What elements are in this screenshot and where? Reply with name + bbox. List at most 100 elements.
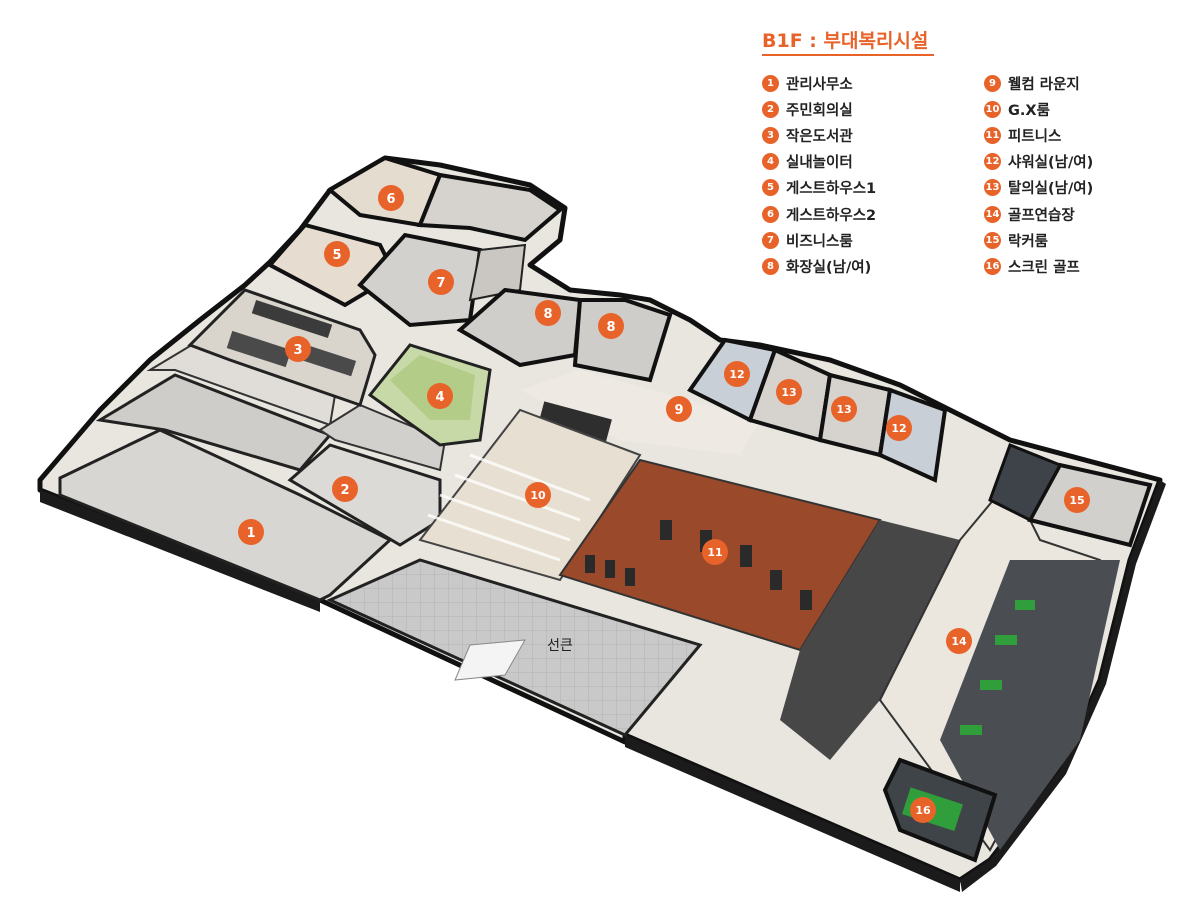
room-meeting (287, 403, 447, 547)
legend-label: 게스트하우스2 (786, 207, 877, 224)
marker-14[interactable]: 14 (946, 628, 972, 654)
legend-label: 주민회의실 (786, 102, 853, 119)
legend-number-badge: 12 (984, 153, 1001, 171)
marker-2[interactable]: 2 (332, 476, 358, 502)
legend-label: 비즈니스룸 (786, 233, 853, 250)
legend-label: G.X룸 (1008, 102, 1050, 119)
room-golf-range (878, 478, 1120, 852)
marker-5[interactable]: 5 (324, 241, 350, 267)
legend-label: 탈의실(남/여) (1008, 181, 1094, 198)
legend-item: 8 화장실(남/여) (762, 253, 876, 279)
legend-item: 14 골프연습장 (984, 201, 1093, 227)
legend-item: 1 관리사무소 (762, 70, 876, 96)
room-markers: 1 2 3 4 5 6 7 8 (238, 185, 1090, 823)
legend-label: 샤워실(남/여) (1008, 155, 1094, 172)
marker-16[interactable]: 16 (910, 797, 936, 823)
legend-number-badge: 1 (762, 74, 779, 92)
legend-number-badge: 3 (762, 126, 779, 144)
marker-9[interactable]: 9 (666, 396, 692, 422)
marker-4[interactable]: 4 (427, 383, 453, 409)
room-lounge (520, 370, 760, 455)
legend-number-badge: 4 (762, 153, 779, 171)
marker-12a-label: 12 (729, 368, 744, 381)
title-underline (762, 54, 934, 56)
room-locker (988, 443, 1153, 548)
marker-10[interactable]: 10 (525, 482, 551, 508)
marker-12b-label: 12 (891, 422, 906, 435)
legend-number-badge: 7 (762, 231, 779, 249)
marker-15[interactable]: 15 (1064, 487, 1090, 513)
legend-label: 화장실(남/여) (786, 259, 872, 276)
legend-label: 피트니스 (1008, 128, 1062, 145)
marker-10-label: 10 (530, 489, 546, 502)
marker-12b[interactable]: 12 (886, 415, 912, 441)
legend-number-badge: 10 (984, 100, 1001, 118)
legend-number-badge: 16 (984, 257, 1001, 275)
marker-7-label: 7 (436, 276, 445, 291)
legend-item: 6 게스트하우스2 (762, 201, 876, 227)
legend-label: 스크린 골프 (1008, 259, 1080, 276)
legend-number-badge: 2 (762, 100, 779, 118)
legend-item: 5 게스트하우스1 (762, 175, 876, 201)
marker-1-label: 1 (246, 526, 255, 541)
marker-14-label: 14 (951, 635, 967, 648)
legend-item: 13 탈의실(남/여) (984, 175, 1093, 201)
marker-13a[interactable]: 13 (776, 379, 802, 405)
marker-8b-label: 8 (606, 320, 615, 335)
marker-3-label: 3 (293, 343, 302, 358)
marker-1[interactable]: 1 (238, 519, 264, 545)
legend-number-badge: 13 (984, 179, 1001, 197)
legend-number-badge: 8 (762, 257, 779, 275)
marker-13b[interactable]: 13 (831, 396, 857, 422)
marker-8a-label: 8 (543, 307, 552, 322)
legend-number-badge: 9 (984, 74, 1001, 92)
legend-item: 15 락커룸 (984, 227, 1093, 253)
marker-6-label: 6 (386, 192, 395, 207)
legend-item: 11 피트니스 (984, 122, 1093, 148)
legend-item: 16 스크린 골프 (984, 253, 1093, 279)
legend-label: 골프연습장 (1008, 207, 1075, 224)
legend-left-column: 1 관리사무소 2 주민회의실 3 작은도서관 4 실내놀이터 5 게스트하우스… (762, 70, 876, 280)
legend-item: 3 작은도서관 (762, 122, 876, 148)
floor-title: B1F : 부대복리시설 (762, 30, 929, 52)
legend-item: 9 웰컴 라운지 (984, 70, 1093, 96)
legend-right-column: 9 웰컴 라운지 10 G.X룸 11 피트니스 12 샤워실(남/여) 13 … (984, 70, 1093, 280)
marker-4-label: 4 (435, 390, 444, 405)
legend-label: 작은도서관 (786, 128, 853, 145)
legend-item: 7 비즈니스룸 (762, 227, 876, 253)
marker-11[interactable]: 11 (702, 539, 728, 565)
legend-item: 2 주민회의실 (762, 96, 876, 122)
marker-13a-label: 13 (781, 386, 796, 399)
marker-8b[interactable]: 8 (598, 313, 624, 339)
room-library (187, 288, 377, 407)
sunken-label: 선큰 (547, 638, 573, 654)
legend-number-badge: 14 (984, 205, 1001, 223)
marker-6[interactable]: 6 (378, 185, 404, 211)
legend-label: 락커룸 (1008, 233, 1049, 250)
room-management-office (58, 338, 393, 602)
legend-item: 12 샤워실(남/여) (984, 149, 1093, 175)
legend-label: 실내놀이터 (786, 155, 853, 172)
legend-label: 웰컴 라운지 (1008, 76, 1080, 93)
marker-16-label: 16 (915, 804, 931, 817)
sunken-garden: 선큰 (326, 558, 703, 737)
legend-label: 관리사무소 (786, 76, 853, 93)
marker-2-label: 2 (340, 483, 349, 498)
legend-label: 게스트하우스1 (786, 181, 877, 198)
legend-item: 4 실내놀이터 (762, 149, 876, 175)
legend-number-badge: 5 (762, 179, 779, 197)
marker-8a[interactable]: 8 (535, 300, 561, 326)
legend-item: 10 G.X룸 (984, 96, 1093, 122)
marker-11-label: 11 (707, 546, 722, 559)
legend-number-badge: 15 (984, 231, 1001, 249)
marker-3[interactable]: 3 (285, 336, 311, 362)
marker-9-label: 9 (674, 403, 683, 418)
legend-number-badge: 6 (762, 205, 779, 223)
marker-12a[interactable]: 12 (724, 361, 750, 387)
marker-5-label: 5 (332, 248, 341, 263)
room-business (357, 232, 527, 328)
marker-13b-label: 13 (836, 403, 851, 416)
legend-number-badge: 11 (984, 126, 1001, 144)
marker-7[interactable]: 7 (428, 269, 454, 295)
